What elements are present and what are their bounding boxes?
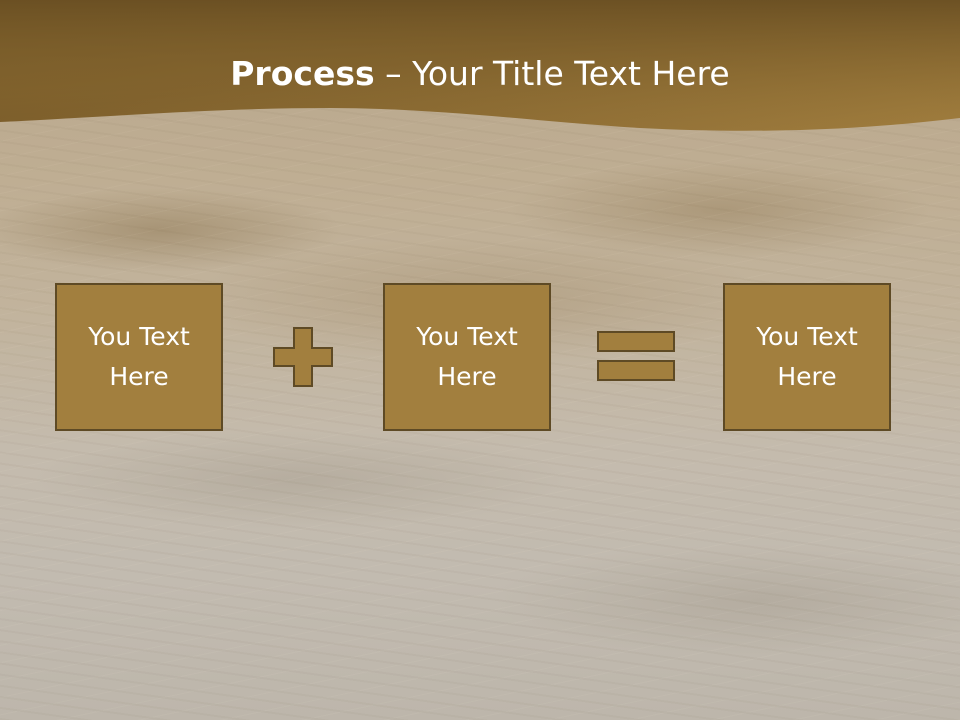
title-rest: – Your Title Text Here <box>374 54 730 93</box>
process-step-1-line2: Here <box>109 362 169 391</box>
process-step-2-line2: Here <box>437 362 497 391</box>
process-step-3-line2: Here <box>777 362 837 391</box>
process-step-3-line1: You Text <box>756 322 858 351</box>
process-step-2-text: You Text Here <box>416 317 518 397</box>
process-step-2: You Text Here <box>383 283 551 431</box>
process-step-1: You Text Here <box>55 283 223 431</box>
process-step-3-text: You Text Here <box>756 317 858 397</box>
process-step-3: You Text Here <box>723 283 891 431</box>
process-step-2-line1: You Text <box>416 322 518 351</box>
header-band <box>0 0 960 131</box>
process-step-1-text: You Text Here <box>88 317 190 397</box>
title-bold: Process <box>230 54 375 93</box>
process-step-1-line1: You Text <box>88 322 190 351</box>
equals-icon <box>597 331 675 381</box>
plus-icon <box>273 327 333 387</box>
slide-title: Process – Your Title Text Here <box>0 50 960 98</box>
